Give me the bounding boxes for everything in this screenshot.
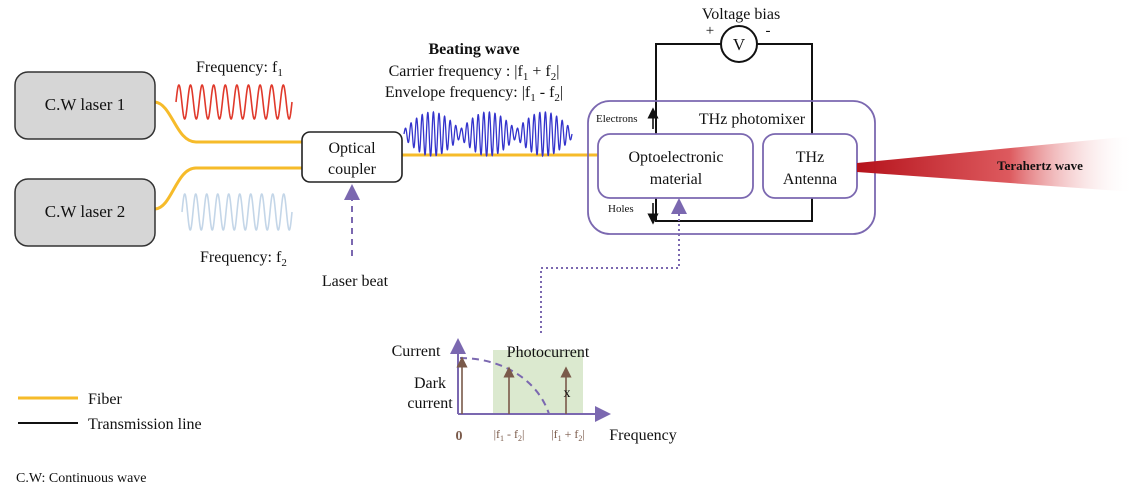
envelope-frequency-label: Envelope frequency: |f1 - f2| (385, 84, 563, 104)
material-label-line2: material (650, 171, 703, 188)
material-label-line1: Optoelectronic (628, 149, 723, 166)
coupler-label-line1: Optical (328, 140, 376, 157)
thz-antenna-box (762, 133, 858, 199)
electrons-label: Electrons (596, 113, 638, 125)
voltmeter-circle (720, 25, 758, 63)
photocurrent-label: Photocurrent (507, 344, 590, 361)
dark-current-label-line1: Dark (414, 375, 446, 392)
footnote: C.W: Continuous wave (16, 471, 147, 486)
transmission-line-bottom (655, 198, 813, 222)
legend-transmission-label: Transmission line (88, 416, 202, 433)
fiber-laser1 (154, 100, 302, 144)
diff-frequency-tick: |f1 - f2| (494, 427, 525, 443)
bias-minus-sign: - (766, 23, 771, 39)
beating-wave-title: Beating wave (428, 41, 519, 58)
laser2-label: C.W laser 2 (45, 202, 125, 221)
suppressed-mark: x (564, 386, 571, 401)
spectrum-y-label: Current (392, 343, 441, 360)
beating-wave-signal (403, 110, 573, 158)
laser2-box (14, 178, 156, 247)
terahertz-wave-label: Terahertz wave (997, 158, 1083, 173)
terahertz-wave-beam (857, 136, 1134, 192)
photocurrent-region (493, 350, 583, 414)
bias-circuit-wire-right (757, 43, 813, 134)
antenna-label-line2: Antenna (783, 171, 837, 188)
bias-circuit-wire (655, 43, 721, 134)
voltage-bias-label: Voltage bias (702, 6, 780, 23)
laser1-label: C.W laser 1 (45, 95, 125, 114)
photocurrent-rolloff-curve (459, 357, 550, 415)
spectrum-link-dotted (540, 198, 687, 333)
laser1-box (14, 71, 156, 140)
sum-frequency-tick: |f1 + f2| (551, 427, 585, 443)
laser-beat-label: Laser beat (322, 273, 389, 290)
voltmeter-symbol: V (733, 35, 746, 54)
freq1-label: Frequency: f1 (196, 59, 283, 79)
laser1-sine-wave (175, 84, 293, 120)
fiber-laser2 (154, 166, 302, 211)
optoelectronic-material-box (597, 133, 754, 199)
antenna-label-line1: THz (796, 149, 824, 166)
holes-label: Holes (608, 203, 634, 215)
optical-coupler-box (301, 131, 403, 183)
laser2-sine-wave (181, 193, 293, 231)
coupler-label-line2: coupler (328, 161, 377, 178)
dark-current-label-line2: current (407, 395, 453, 412)
photomixer-title: THz photomixer (699, 111, 806, 128)
bias-plus-sign: + (706, 23, 714, 39)
spectrum-x-label: Frequency (609, 427, 677, 444)
origin-tick-label: 0 (456, 429, 463, 444)
carrier-frequency-label: Carrier frequency : |f1 + f2| (389, 63, 560, 83)
legend-fiber-label: Fiber (88, 391, 122, 408)
freq2-label: Frequency: f2 (200, 249, 287, 269)
